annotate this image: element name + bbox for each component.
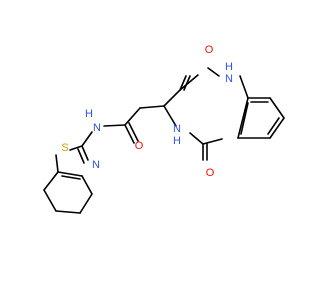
bond <box>43 189 57 212</box>
bond <box>81 131 93 147</box>
bond <box>163 105 177 127</box>
bond <box>61 175 81 180</box>
nitrogen-mid: N <box>173 123 181 135</box>
bond <box>269 117 285 139</box>
bond <box>189 132 204 145</box>
bond <box>179 75 187 91</box>
bond <box>55 210 81 214</box>
bond <box>43 171 59 191</box>
structure-diagram: O H N N H O O N H S N <box>43 44 285 214</box>
bond <box>139 105 165 109</box>
bond <box>128 122 139 142</box>
bond <box>81 145 89 161</box>
bond <box>69 145 83 151</box>
bond <box>81 175 93 195</box>
bond <box>57 171 83 177</box>
sulfur-thiazole: S <box>61 142 68 154</box>
bond <box>103 124 126 127</box>
nitrogen-top: N <box>225 73 233 85</box>
oxygen-amide: O <box>135 140 144 152</box>
bond <box>267 117 280 135</box>
bond-lines <box>43 67 285 214</box>
bond <box>163 89 181 107</box>
hydrogen-amide: H <box>85 108 93 120</box>
bond <box>237 97 249 139</box>
hydrogen-top: H <box>225 61 233 73</box>
bond <box>269 97 285 119</box>
nitrogen-thiazole: N <box>92 159 100 171</box>
bond <box>55 154 59 173</box>
oxygen-lactam-top: O <box>205 44 214 56</box>
atom-labels: O H N N H O O N H S N <box>61 44 233 179</box>
hydrogen-mid: H <box>173 135 181 147</box>
bond <box>124 107 141 126</box>
bond <box>179 74 199 91</box>
bond <box>183 75 191 91</box>
bond <box>77 148 85 164</box>
bond <box>207 67 220 77</box>
nitrogen-amide: N <box>93 122 101 134</box>
bond <box>239 75 249 99</box>
oxygen-lactam-bottom: O <box>206 167 215 179</box>
bond <box>124 124 135 144</box>
bond <box>79 193 93 214</box>
bond <box>202 138 223 145</box>
molecule-canvas: O H N N H O O N H S N <box>43 44 285 214</box>
bond <box>240 102 249 135</box>
